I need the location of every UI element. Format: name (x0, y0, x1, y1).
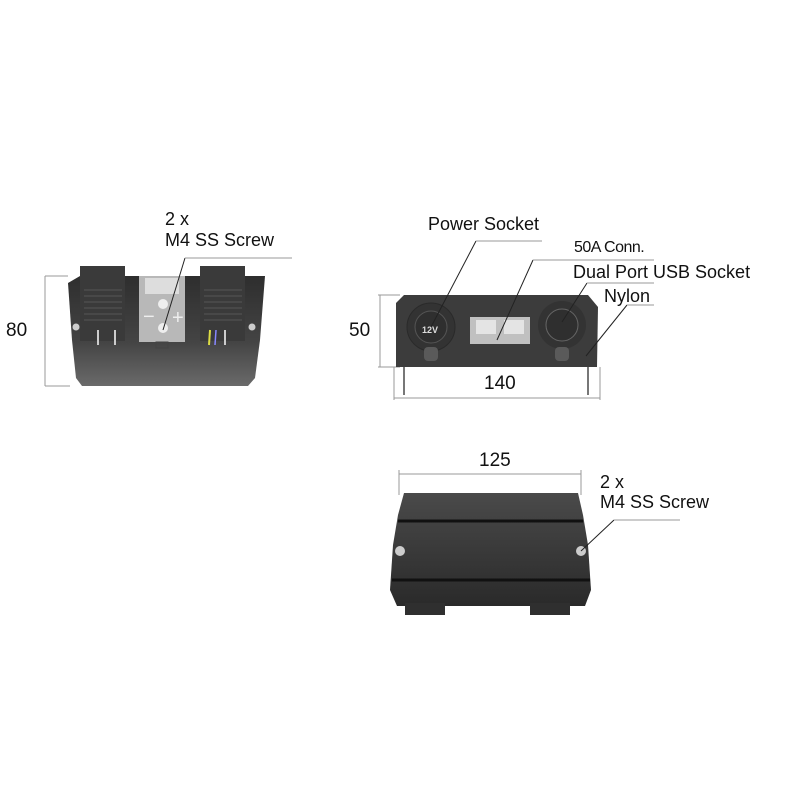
plus-terminal: + (172, 307, 184, 329)
side-callout-screw: M4 SS Screw (600, 492, 710, 512)
side-width-dim: 125 (479, 450, 511, 471)
front-height-dim: 50 (349, 320, 371, 341)
end-height-dim: 80 (6, 320, 28, 341)
end-callout-screw: M4 SS Screw (165, 230, 275, 250)
50a-conn-label: 50A Conn. (574, 239, 645, 256)
power-socket-label: Power Socket (428, 214, 540, 234)
side-view (390, 470, 680, 615)
end-view (44, 257, 292, 387)
12v-socket-text: 12V (422, 325, 439, 335)
end-callout-qty: 2 x (165, 209, 190, 229)
usb-socket-label: Dual Port USB Socket (573, 262, 751, 282)
side-callout-qty: 2 x (600, 472, 625, 492)
nylon-label: Nylon (604, 286, 651, 306)
front-width-dim: 140 (484, 373, 516, 394)
front-view (378, 240, 654, 400)
minus-terminal: − (143, 306, 155, 328)
